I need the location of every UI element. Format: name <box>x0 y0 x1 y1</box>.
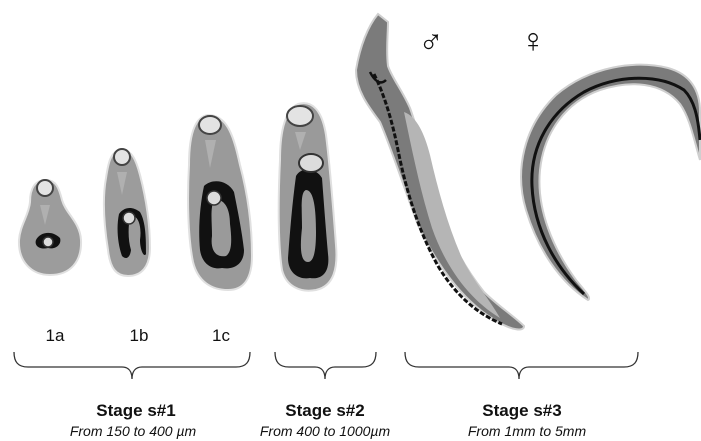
male-symbol: ♂ <box>418 22 444 60</box>
female-symbol: ♀ <box>520 22 546 60</box>
stage-3-title: Stage s#3 <box>482 401 561 420</box>
worm-1c <box>188 115 252 290</box>
stage-2-title: Stage s#2 <box>285 401 364 420</box>
substage-label-1a: 1a <box>46 326 65 345</box>
substage-label-1b: 1b <box>130 326 149 345</box>
worm-1a <box>19 180 81 275</box>
worm-male <box>356 14 524 329</box>
worm-female <box>521 65 700 300</box>
stage-2-bracket <box>275 352 376 379</box>
substage-label-1c: 1c <box>212 326 230 345</box>
worm-1b <box>104 149 150 276</box>
stage-1-size-range: From 150 to 400 µm <box>70 423 197 439</box>
stage-3-size-range: From 1mm to 5mm <box>468 423 587 439</box>
stage-1-title: Stage s#1 <box>96 401 175 420</box>
stage-3-bracket <box>405 352 638 379</box>
worm-stage-2 <box>279 103 337 291</box>
stage-1-bracket <box>14 352 250 379</box>
stage-2-size-range: From 400 to 1000µm <box>260 423 391 439</box>
